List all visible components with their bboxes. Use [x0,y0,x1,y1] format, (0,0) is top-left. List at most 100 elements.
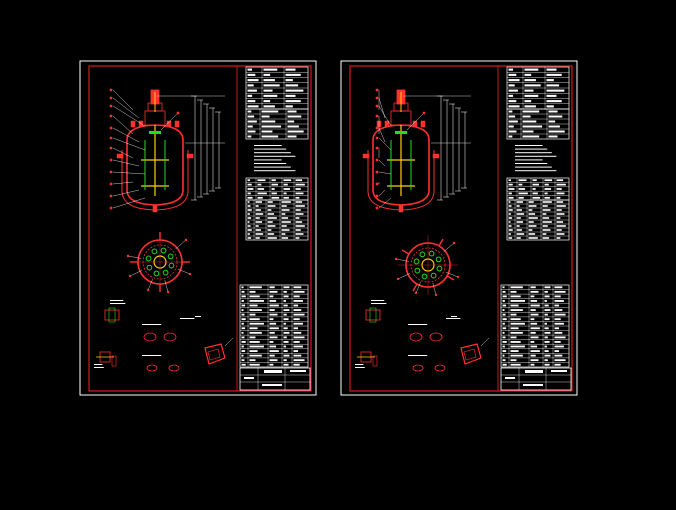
part-leader [406,113,424,131]
title-block-text [551,370,567,372]
part-leader [112,171,146,175]
nozzle-table-text [528,201,534,203]
detail-label-line [446,318,461,319]
part-leader [147,278,153,291]
design-data-table-mid-text [548,125,560,128]
parts-list-table-text [530,318,535,321]
parts-list-table-text [293,309,302,311]
part-balloon [109,136,113,140]
parts-list-table-text [544,300,547,302]
top-nozzle [130,120,136,128]
part-leader [177,269,191,275]
parts-list-table-text [241,322,244,325]
nozzle-table-text [255,201,263,203]
parts-list-table-text [510,354,523,357]
plan-lug [412,283,418,292]
parts-list-table-text [283,313,287,316]
part-leader [378,189,386,197]
nozzle-table-text [542,217,550,219]
part-balloon [109,158,113,162]
parts-list-table-text [269,304,279,307]
nozzle-table-text [516,201,524,203]
parts-list-table-text [502,345,505,348]
parts-list-table-text [293,331,302,334]
nozzle-table-head-text [283,196,289,199]
parts-list-table-text [283,336,287,339]
design-data-table-top-text [546,105,554,108]
design-data-table-top-text [285,84,299,87]
part-balloon [375,88,379,92]
design-data-table-top [506,66,570,110]
nozzle-table-text [247,205,251,207]
nozzle-table-head-text [532,192,538,195]
detail-caption [371,300,387,304]
part-balloon [184,238,188,242]
parts-list-table-text [249,290,256,293]
part-balloon [109,194,113,198]
part-balloon [109,182,113,186]
nozzle-table-head-text [271,179,276,182]
detail-g-caption [451,316,457,317]
nozzle-table-head-text [532,188,536,190]
detail-a-body [104,309,120,321]
nozzle-table-text [295,217,300,219]
parts-list-table-text [283,318,289,321]
drawing-frame [88,65,312,392]
nozzle-table-text [247,229,252,231]
parts-list-table-text [502,286,505,289]
design-data-table-top-text [508,100,517,103]
part-leader [224,337,234,347]
part-balloon [375,104,379,108]
nozzle-table-text [281,221,291,223]
drawing-sheet-right[interactable] [340,60,578,396]
nozzle-table-head-text [544,192,548,195]
part-balloon [109,96,113,100]
parts-list-table-text [544,327,549,330]
parts-list-table-text [249,354,262,357]
nozzle-table-head-text [508,188,515,190]
design-data-table-mid-text [548,110,558,113]
technical-notes-line [254,170,296,172]
nozzle-table-text [542,213,547,215]
parts-list-table-text [283,359,287,362]
detail-bc-caption [142,324,162,325]
parts-list-table-text [269,350,279,352]
design-data-table-top-text [508,79,520,82]
drawing-sheet-left[interactable] [79,60,317,396]
part-leader [432,282,437,296]
parts-list-table-text [293,295,300,298]
part-balloon [375,126,379,130]
nozzle-table [245,199,309,241]
design-data-table-top-text [524,68,539,71]
design-data-table-top-text [524,100,532,103]
detail-label-line [180,318,195,319]
title-block-frame [500,367,572,391]
nozzle-table-text [508,229,513,231]
parts-list-table-text [510,322,525,325]
detail-d-caption-line [94,364,103,365]
title-block-frame [239,367,311,391]
parts-list-table-text [249,309,262,311]
nozzle-table-head-text [271,192,277,195]
detail-e [146,364,158,372]
detail-d-stem [111,355,117,367]
nozzle-table-head-text [283,179,292,182]
nozzle-table-text [267,225,276,227]
parts-list-table-text [502,341,507,343]
title-block-text [244,377,254,379]
part-balloon [375,146,379,150]
parts-list-table-text [502,354,505,357]
design-data-table-mid-text [287,110,297,113]
nozzle-table-text [508,221,511,223]
part-leader [378,171,392,175]
design-data-table-top-text [285,68,296,71]
plan-lug [446,275,455,281]
parts-list-table-text [293,354,302,357]
nozzle-table-text [281,205,287,207]
parts-list-table-text [241,300,244,302]
detail-label [446,318,461,319]
parts-list-table-text [510,290,517,293]
parts-list-table-text [530,304,540,307]
design-data-table-mid-text [247,110,252,113]
